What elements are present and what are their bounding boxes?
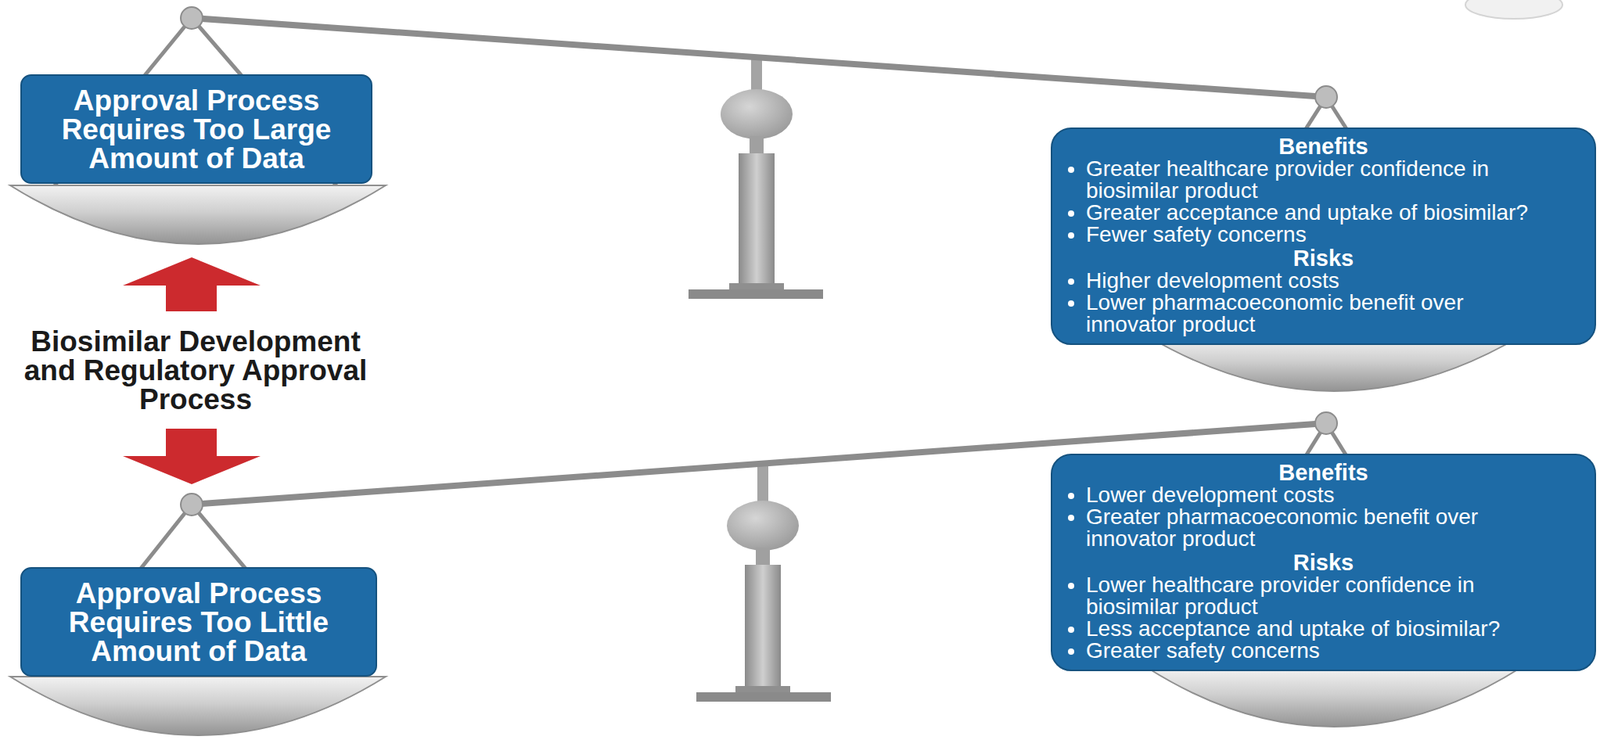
bullet-list: Lower development costsGreater pharmacoe… (1063, 484, 1545, 551)
scale-pan (10, 676, 386, 736)
bullet-item: Fewer safety concerns (1085, 223, 1545, 246)
pivot (1315, 86, 1338, 108)
benefit-risk-box: BenefitsGreater healthcare provider conf… (1050, 127, 1597, 346)
bullet-list: Greater healthcare provider confidence i… (1063, 158, 1545, 246)
bullet-list: Lower healthcare provider confidence in … (1063, 574, 1545, 662)
stand-knob (720, 89, 793, 140)
stand-cap (729, 283, 784, 291)
pivot (180, 7, 203, 29)
text-section: BenefitsGreater healthcare provider conf… (1063, 135, 1545, 246)
text-section: BenefitsLower development costsGreater p… (1063, 461, 1545, 551)
center-label: Biosimilar Development and Regulatory Ap… (15, 327, 376, 414)
section-heading: Benefits (1063, 135, 1545, 159)
bullet-item: Greater acceptance and uptake of biosimi… (1085, 201, 1545, 224)
scale-pan (10, 185, 386, 245)
stand-pole (738, 153, 775, 286)
down-arrow (122, 428, 261, 485)
bullet-item: Less acceptance and uptake of biosimilar… (1085, 618, 1545, 640)
stand-pole (744, 564, 781, 689)
scale-pan (1147, 668, 1521, 727)
box-title: Approval Process Requires Too Little Amo… (29, 578, 368, 666)
bullet-item: Greater pharmacoeconomic benefit over in… (1085, 506, 1545, 551)
stand-base (688, 289, 824, 299)
text-section: RisksHigher development costsLower pharm… (1063, 247, 1545, 336)
process-box: Approval Process Requires Too Large Amou… (20, 74, 373, 184)
stand-base (696, 692, 831, 702)
bullet-item: Higher development costs (1085, 269, 1545, 292)
up-arrow (122, 257, 261, 312)
section-heading: Risks (1063, 551, 1545, 575)
bullet-item: Greater healthcare provider confidence i… (1085, 158, 1545, 202)
stand-neck (755, 547, 770, 567)
stand-cap (735, 686, 791, 694)
section-heading: Risks (1063, 247, 1545, 270)
bullet-item: Greater safety concerns (1085, 640, 1545, 662)
stand-knob (726, 500, 799, 551)
benefit-risk-box: BenefitsLower development costsGreater p… (1050, 453, 1597, 672)
stand-neck (749, 136, 764, 155)
bullet-item: Lower development costs (1085, 484, 1545, 507)
bullet-item: Lower pharmacoeconomic benefit over inno… (1085, 291, 1545, 336)
section-heading: Benefits (1063, 461, 1545, 485)
pivot (1315, 412, 1338, 435)
glass-decoration (1465, 0, 1563, 19)
bullet-item: Lower healthcare provider confidence in … (1085, 574, 1545, 619)
process-box: Approval Process Requires Too Little Amo… (20, 567, 378, 677)
box-title: Approval Process Requires Too Large Amou… (29, 86, 364, 173)
bullet-list: Higher development costsLower pharmacoec… (1063, 269, 1545, 336)
pivot (180, 493, 203, 516)
text-section: RisksLower healthcare provider confidenc… (1063, 551, 1545, 662)
